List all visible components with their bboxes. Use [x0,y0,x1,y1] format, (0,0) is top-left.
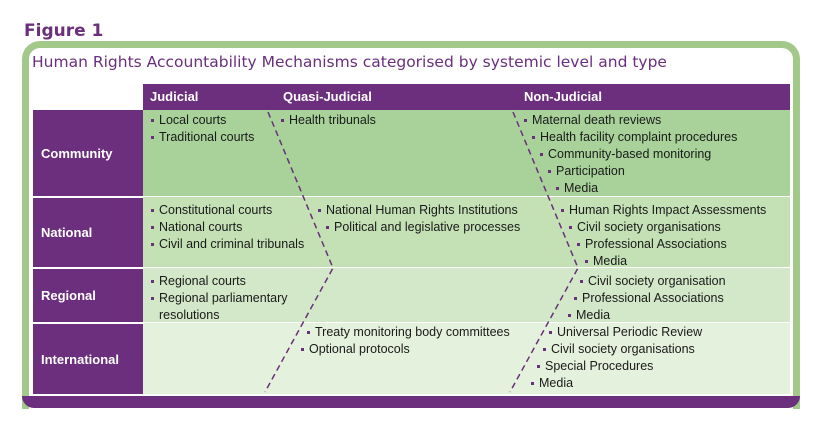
row-bg-national [143,197,790,268]
list-item: Special Procedures [536,358,702,375]
regional-non-judicial-list: Civil society organisation Professional … [567,273,726,324]
figure-frame [22,41,800,409]
list-item: Regional courts [150,273,288,290]
regional-judicial-list: Regional courts Regional parliamentary r… [150,273,288,324]
divider-judicial-quasi [264,111,334,393]
column-header-quasi-judicial: Quasi-Judicial [283,89,372,104]
row-label-community: Community [33,110,143,196]
row-divider [143,196,790,197]
list-item: Media [530,375,702,392]
row-divider [143,267,790,268]
row-divider [143,322,790,323]
row-bg-community [143,110,790,197]
international-non-judicial-list: Universal Periodic Review Civil society … [531,324,702,392]
national-judicial-list: Constitutional courts National courts Ci… [150,202,304,253]
list-item: Community-based monitoring [539,146,737,163]
column-header-non-judicial: Non-Judicial [524,89,603,104]
list-item: Local courts [150,112,254,129]
community-judicial-list: Local courts Traditional courts [150,112,254,146]
list-item: Civil society organisations [542,341,702,358]
national-quasi-list: National Human Rights Institutions Polit… [317,202,520,236]
international-quasi-list: Treaty monitoring body committees Option… [300,324,510,358]
community-quasi-list: Health tribunals [280,112,376,129]
list-item: Traditional courts [150,129,254,146]
list-item: Human Rights Impact Assessments [560,202,766,219]
row-label-national: National [33,197,143,267]
list-item: Political and legislative processes [325,219,520,236]
column-header-band [143,84,790,110]
column-header-judicial: Judicial [150,89,199,104]
list-item: Media [567,307,726,324]
figure-title: Human Rights Accountability Mechanisms c… [32,53,667,71]
list-item: Universal Periodic Review [548,324,702,341]
list-item: Participation [547,163,737,180]
list-item: Civil and criminal tribunals [150,236,304,253]
list-item: Professional Associations [573,290,726,307]
row-bg-international [143,323,790,394]
list-item: Civil society organisations [568,219,766,236]
list-item: Treaty monitoring body committees [306,324,510,341]
national-non-judicial-list: Human Rights Impact Assessments Civil so… [560,202,766,270]
bottom-bar [22,396,800,408]
list-item: Professional Associations [576,236,766,253]
list-item: Civil society organisation [579,273,726,290]
row-bg-regional [143,268,790,323]
list-item: Regional parliamentary [150,290,288,307]
list-item: Constitutional courts [150,202,304,219]
list-item: Optional protocols [300,341,510,358]
list-item: National Human Rights Institutions [317,202,520,219]
row-label-international: International [33,323,143,394]
figure-label: Figure 1 [24,21,104,41]
row-label-regional: Regional [33,268,143,322]
list-item: Maternal death reviews [523,112,737,129]
list-item: Health tribunals [280,112,376,129]
list-item: National courts [150,219,304,236]
community-non-judicial-list: Maternal death reviews Health facility c… [523,112,737,197]
divider-quasi-non [509,111,579,393]
list-item-continuation: resolutions [159,308,220,322]
list-item: Media [555,180,737,197]
list-item: Health facility complaint procedures [531,129,737,146]
list-item: Media [584,253,766,270]
